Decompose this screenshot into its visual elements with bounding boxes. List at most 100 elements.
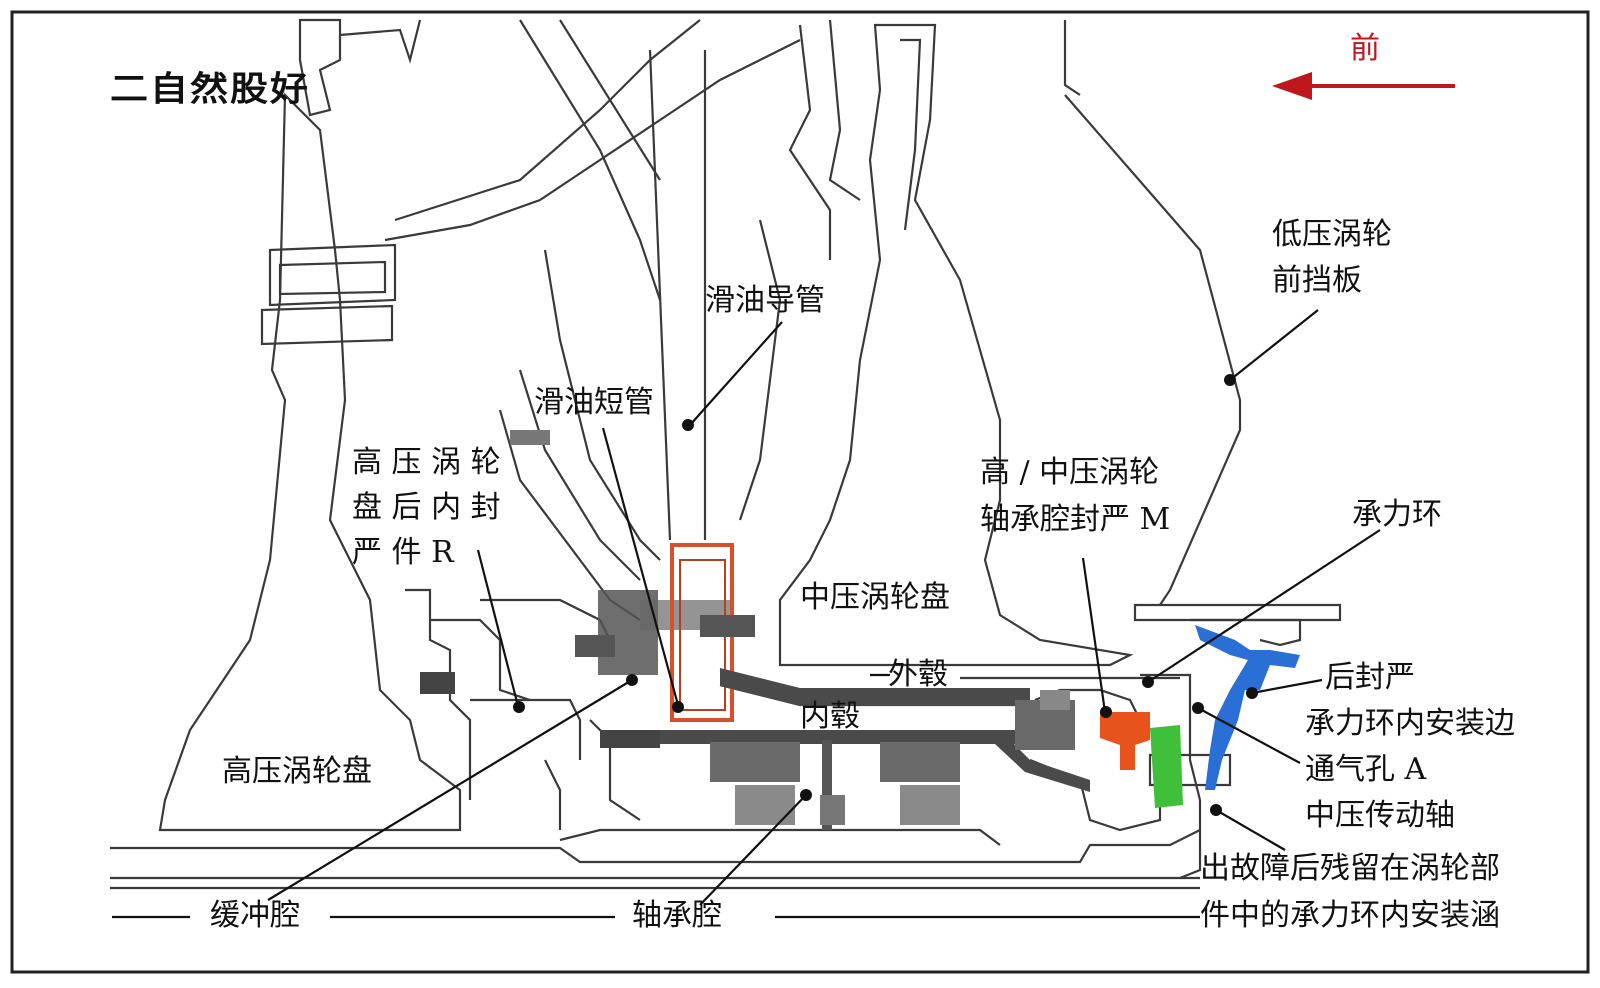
leader-load-ring	[1147, 529, 1381, 683]
upper-stator	[788, 24, 832, 260]
leader-lines	[112, 309, 1381, 919]
leader-bearing-seal-m	[1081, 557, 1107, 713]
leader-dots	[513, 374, 1258, 816]
label-hpt-disk: 高压涡轮盘	[222, 754, 372, 789]
bearing-block-left	[710, 742, 800, 782]
leader-buffer-cavity	[267, 679, 633, 901]
upper-casing-4	[519, 19, 662, 301]
bolt-mid	[700, 615, 755, 637]
label-ipt-disk: 中压涡轮盘	[800, 580, 950, 615]
bolt-left-1	[420, 672, 455, 694]
inner-hub-right-bend	[995, 730, 1090, 792]
hpt-rim	[260, 304, 394, 346]
right-gear-block-2	[1040, 690, 1070, 710]
leader-hpt-rear-seal	[476, 549, 520, 707]
right-housing-2	[1140, 673, 1202, 801]
label-bearing-seal-line1: 高 / 中压涡轮	[980, 455, 1160, 490]
label-bearing-seal-line2: 轴承腔封严 M	[980, 502, 1171, 537]
lower-shaft-4	[559, 828, 1001, 846]
oil-guide-tube-left	[648, 49, 672, 541]
lower-shaft-5	[1179, 800, 1202, 880]
label-hpt-rear-seal-line3: 严 件 R	[352, 535, 454, 570]
bolt-upper	[510, 430, 550, 445]
dot-bearing-cavity	[800, 789, 812, 801]
upper-blade-hp	[298, 18, 342, 117]
load-ring-green	[1150, 725, 1183, 808]
ipt-disk-outline	[778, 23, 1134, 667]
lpt-baffle-lower	[1190, 618, 1302, 647]
upper-casing-2	[394, 19, 701, 222]
label-hpt-rear-seal-line1: 高 压 涡 轮	[352, 445, 501, 480]
dot-bearing-seal-m	[1100, 706, 1112, 718]
label-ip-shaft: 中压传动轴	[1305, 798, 1455, 833]
label-inner-hub: 内毂	[800, 699, 860, 734]
label-oil-guide-tube: 滑油导管	[705, 283, 825, 318]
rear-seal-blue	[1195, 625, 1300, 790]
label-hpt-rear-seal-line2: 盘 后 内 封	[352, 490, 501, 525]
inner-hub-stem	[822, 740, 832, 830]
ipt-disk-inner	[900, 38, 922, 231]
upper-casing-1	[339, 19, 422, 64]
dot-rear-seal	[1246, 687, 1258, 699]
lower-shaft-3	[110, 829, 1201, 864]
label-load-ring-flange: 承力环内安装边	[1305, 706, 1515, 741]
label-residual-line2: 件中的承力环内安装涵	[1200, 898, 1500, 933]
frame-border	[10, 10, 1590, 974]
dot-lpt-baffle	[1224, 374, 1236, 386]
dot-buffer-cavity	[626, 674, 638, 686]
upper-casing-5	[559, 19, 661, 181]
left-housing-4	[470, 698, 582, 760]
bearing-block-left-lower	[735, 785, 795, 825]
outer-hub-bar	[720, 668, 1030, 706]
leader-bearing-cavity	[699, 794, 807, 906]
label-outer-hub: 外毂	[888, 657, 948, 692]
dot-load-ring	[1142, 676, 1154, 688]
dot-oil-short-tube	[672, 701, 684, 713]
lpt-casing-line	[1064, 94, 1242, 606]
label-load-ring: 承力环	[1352, 497, 1442, 532]
inner-hub-stem-foot	[820, 795, 845, 825]
front-direction-label: 前	[1350, 31, 1380, 66]
bearing-block-right	[880, 742, 960, 782]
header-garble-text: 二自然股好	[110, 68, 311, 109]
shaded-parts	[420, 430, 1300, 830]
leader-residual	[1215, 809, 1286, 851]
structure-outlines	[110, 18, 1342, 890]
bolt-left-3	[600, 730, 660, 748]
hpt-blade-root-inner	[278, 260, 387, 296]
leader-vent-hole	[1197, 707, 1301, 764]
front-direction-arrow	[1272, 72, 1455, 100]
leader-rear-seal	[1251, 678, 1323, 695]
label-rear-seal: 后封严	[1325, 660, 1415, 695]
label-lpt-baffle-line1: 低压涡轮	[1272, 217, 1392, 252]
bearing-block-right-lower	[900, 785, 960, 825]
hpt-blade-root	[268, 243, 397, 307]
leader-lpt-baffle	[1229, 309, 1319, 381]
label-residual-line1: 出故障后残留在涡轮部	[1200, 851, 1500, 886]
leader-oil-short-tube	[601, 427, 680, 706]
dot-vent-hole	[1192, 702, 1204, 714]
hpt-rear-cone-2	[518, 369, 641, 581]
inner-casing-curve	[543, 249, 661, 561]
label-lpt-baffle-line2: 前挡板	[1272, 263, 1362, 298]
leader-oil-guide-tube	[689, 321, 783, 426]
dot-hpt-rear-seal	[513, 701, 525, 713]
label-bearing-cavity: 轴承腔	[632, 898, 722, 933]
dot-oil-guide-tube	[682, 419, 694, 431]
left-housing-1	[405, 588, 472, 800]
lpt-baffle-plate	[1133, 603, 1342, 622]
inner-casing-curve-2	[738, 219, 782, 521]
bearing-seal-m	[1100, 712, 1150, 770]
label-vent-hole: 通气孔 A	[1305, 752, 1427, 787]
dot-residual	[1210, 804, 1222, 816]
right-housing-box	[1148, 753, 1232, 787]
upper-casing-3	[384, 39, 801, 242]
bolt-left-2	[575, 635, 615, 657]
front-arrow-head	[1272, 72, 1312, 100]
hpt-disk-outline	[158, 92, 462, 832]
inner-hub-bar	[600, 730, 1020, 744]
upper-stator-2	[828, 19, 861, 201]
label-buffer-cavity: 缓冲腔	[210, 898, 300, 933]
lpt-casing-outer	[1063, 20, 1081, 96]
